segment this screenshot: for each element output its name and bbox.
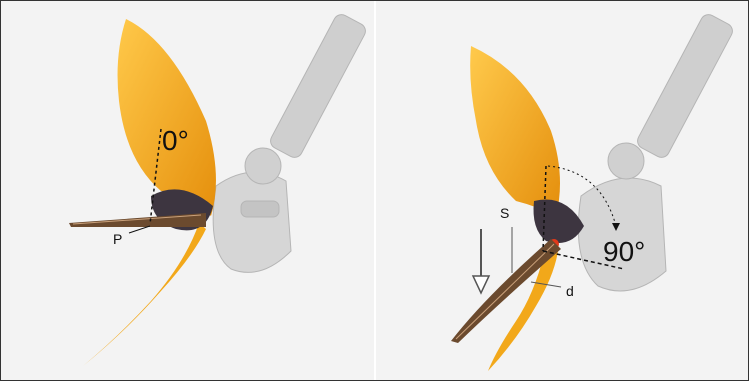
upper-petal-right	[470, 46, 560, 216]
right-panel: 90° S d	[376, 1, 748, 380]
right-photo	[376, 1, 748, 380]
angle-label-0: 0°	[162, 127, 189, 155]
left-panel: 0° P	[1, 1, 374, 380]
flower-body-right	[534, 199, 585, 243]
lower-petal	[83, 223, 206, 366]
angle-label-90: 90°	[603, 238, 645, 266]
stamen-label-s: S	[500, 206, 509, 220]
petal-label-p: P	[113, 232, 122, 246]
clamp-mount	[213, 12, 368, 273]
upper-petal	[118, 19, 216, 216]
stamen	[69, 213, 206, 227]
left-photo	[1, 1, 374, 380]
clamp-mount-right	[578, 12, 735, 291]
distance-label-d: d	[566, 284, 574, 298]
